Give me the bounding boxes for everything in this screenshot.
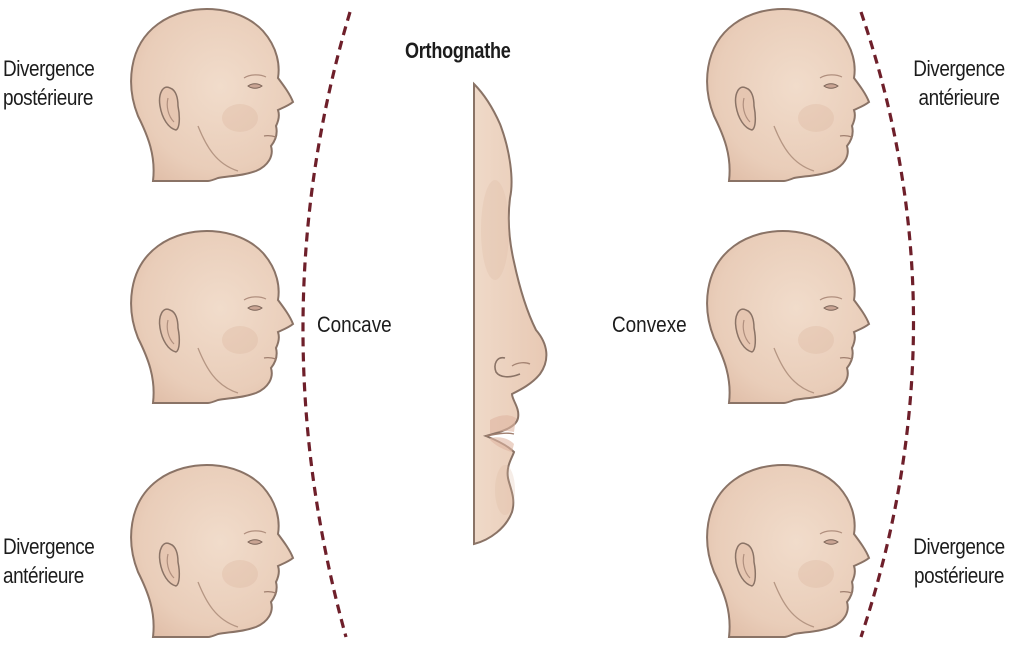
label-right-bottom: Divergence postérieure — [907, 532, 1012, 590]
label-right-bottom-line1: Divergence — [913, 534, 1005, 559]
label-right-top: Divergence antérieure — [907, 54, 1012, 112]
label-left-top: Divergence postérieure — [3, 54, 95, 112]
label-left-bottom-line2: antérieure — [3, 563, 84, 588]
convex-dashed-arc — [859, 11, 916, 638]
label-left-bottom-line1: Divergence — [3, 534, 95, 559]
label-left-top-line2: postérieure — [3, 85, 93, 110]
concave-dashed-arc — [301, 11, 352, 638]
label-left-top-line1: Divergence — [3, 56, 95, 81]
title-orthognathe: Orthognathe — [405, 38, 511, 63]
label-left-bottom: Divergence antérieure — [3, 532, 95, 590]
label-right-top-line1: Divergence — [913, 56, 1005, 81]
label-concave: Concave — [317, 312, 392, 337]
label-convexe: Convexe — [612, 312, 687, 337]
label-right-bottom-line2: postérieure — [914, 563, 1004, 588]
label-right-top-line2: antérieure — [918, 85, 1000, 110]
